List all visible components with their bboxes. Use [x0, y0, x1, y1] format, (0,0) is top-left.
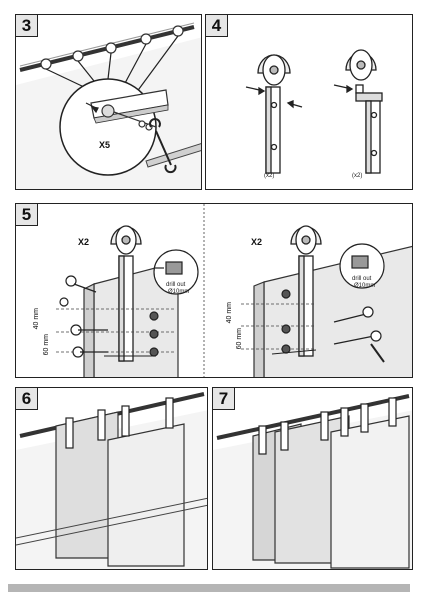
step-number: 4 — [206, 15, 228, 37]
step-number: 5 — [16, 204, 38, 226]
drill-size-right: Ø10mm — [354, 283, 376, 289]
floor-rail — [145, 143, 201, 168]
step-3-panel: 3 — [15, 14, 202, 190]
wrench-icon — [370, 343, 385, 363]
step-number: 7 — [213, 388, 235, 410]
drill-label-left: drill out — [166, 282, 186, 288]
quantity-label: X5 — [99, 140, 111, 150]
drill-label-right: drill out — [352, 276, 372, 282]
step-6-illustration — [16, 392, 207, 569]
quantity-label-right: X2 — [251, 237, 263, 247]
step-5-illustration — [56, 204, 412, 377]
bolt-set-left — [59, 275, 159, 358]
dim-right-60: 60 mm — [236, 328, 243, 350]
hanger-roller-icon — [333, 49, 383, 174]
hanger-roller-icon — [258, 397, 397, 455]
step-6-panel: 6 — [15, 387, 208, 570]
spacer-icons — [40, 25, 184, 70]
door-icon — [252, 415, 410, 569]
rail-icon — [216, 394, 410, 440]
step-number: 3 — [16, 15, 38, 37]
step-5-panel: 5 — [15, 203, 413, 378]
drill-icon — [153, 249, 199, 295]
dim-right-40: 40 mm — [226, 302, 233, 324]
drill-size-left: Ø10mm — [168, 289, 190, 295]
hanger-roller-icon — [245, 54, 303, 174]
hanger-roller-icon — [110, 225, 142, 362]
screw-icon — [85, 102, 99, 114]
bolt-set-right — [281, 289, 382, 354]
door-icon — [253, 245, 412, 377]
width-arrow — [271, 349, 317, 355]
hanger-roller-icon — [290, 225, 322, 357]
step-3-illustration — [16, 22, 201, 189]
right-hanger-caption: (x2) — [352, 173, 363, 179]
quantity-label-left: X2 — [78, 237, 90, 247]
dim-left-60: 60 mm — [43, 334, 50, 356]
step-4-panel: 4 (x2) (x2) — [205, 14, 413, 190]
hole-markers — [241, 303, 316, 350]
hanger-roller-icon — [65, 397, 174, 449]
step-7-illustration — [213, 394, 412, 569]
step-4-illustration — [245, 49, 383, 174]
wrench-icon — [149, 118, 177, 174]
step-7-panel: 7 — [212, 387, 413, 570]
footer-bar — [8, 584, 410, 592]
dim-left-40: 40 mm — [33, 308, 40, 330]
floor-guide — [16, 497, 207, 546]
drill-icon — [339, 243, 385, 289]
step-number: 6 — [16, 388, 38, 410]
left-hanger-caption: (x2) — [264, 173, 275, 179]
